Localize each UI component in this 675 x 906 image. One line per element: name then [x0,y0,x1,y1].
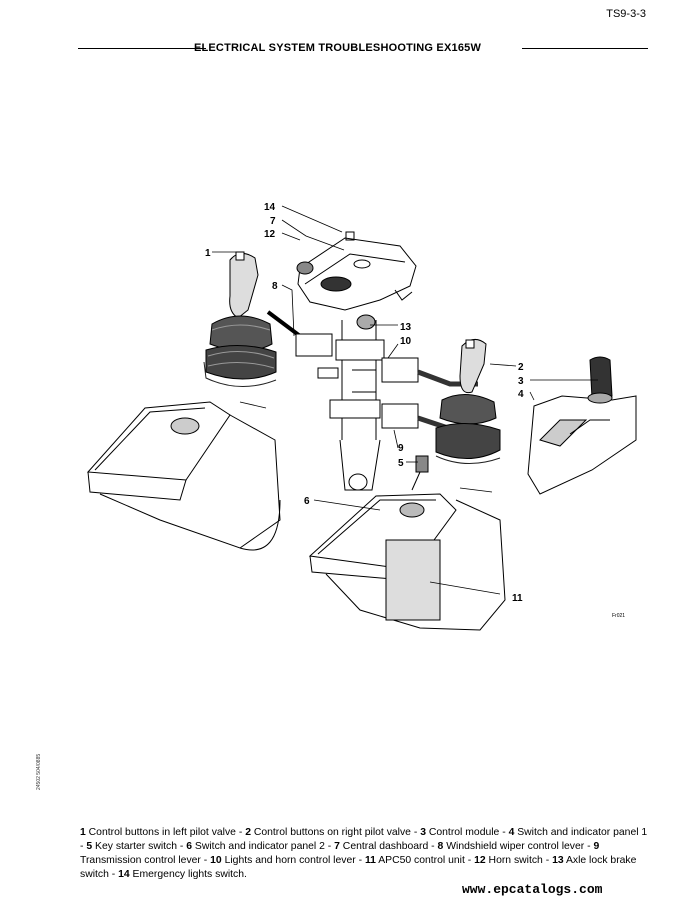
exploded-diagram: 1 2 3 4 5 6 7 8 9 10 11 12 13 14 Fr021 [86,202,637,631]
callout-10: 10 [400,336,412,347]
callout-8: 8 [272,281,278,292]
caption-num-8: 8 [437,841,444,852]
callout-2: 2 [518,362,524,373]
caption-text-2: Control buttons on right pilot valve - [250,827,421,838]
caption-num-13: 13 [552,855,564,866]
control-module [587,356,613,404]
callout-6: 6 [304,496,310,507]
left-console [86,401,281,551]
figure-code: Fr021 [612,613,625,619]
caption-num-9: 9 [593,841,600,852]
caption-text-4: Switch and indicator panel 1 - [80,827,648,852]
callout-14: 14 [264,202,276,213]
caption-num-14: 14 [118,869,130,880]
caption-num-1: 1 [80,827,86,838]
header-rule-left [78,48,206,49]
caption-text-9: Transmission control lever - [80,855,211,866]
caption-num-12: 12 [474,855,486,866]
caption-text-6: Switch and indicator panel 2 - [192,841,335,852]
caption-text-14: Emergency lights switch. [129,869,247,880]
left-joystick [203,251,277,388]
caption-text-1: Control buttons in left pilot valve - [85,827,246,838]
leader-lines [212,205,598,595]
switch-panel [527,395,637,495]
caption-num-5: 5 [86,841,93,852]
caption-num-11: 11 [364,855,376,866]
caption-num-2: 2 [245,827,251,838]
caption-text-11: APC50 control unit - [375,855,475,866]
caption-num-10: 10 [210,855,222,866]
footer-url[interactable]: www.epcatalogs.com [462,882,603,897]
header-rule-right [522,48,648,49]
right-console [308,493,506,631]
callout-3: 3 [518,376,524,387]
page-id: TS9-3-3 [606,8,646,20]
caption-text-13: Axle lock brake switch - [80,855,637,880]
callout-11: 11 [512,593,523,604]
caption-text-3: Control module - [425,827,509,838]
caption-num-7: 7 [334,841,340,852]
callout-1: 1 [205,248,211,259]
caption-text-10: Lights and horn control lever - [221,855,365,866]
callout-4: 4 [518,389,524,400]
callout-12: 12 [264,229,276,240]
header-title: ELECTRICAL SYSTEM TROUBLESHOOTING EX165W [193,42,482,54]
callout-13: 13 [400,322,412,333]
right-joystick [435,339,501,465]
side-code: 24502 504/0885 [36,753,42,790]
callout-7: 7 [270,216,276,227]
key-switch [411,455,429,491]
caption-text-8: Windshield wiper control lever - [443,841,594,852]
caption-text-7: Central dashboard - [339,841,438,852]
caption-text-12: Horn switch - [485,855,553,866]
wiper-lever [266,310,339,379]
steering-column [329,320,385,491]
callout-9: 9 [398,443,404,454]
caption-num-3: 3 [420,827,426,838]
figure-caption: 1 Control buttons in left pilot valve - … [80,826,650,882]
central-dashboard [296,231,417,330]
callout-5: 5 [398,458,404,469]
caption-num-4: 4 [508,827,515,838]
caption-text-5: Key starter switch - [92,841,187,852]
caption-num-6: 6 [186,841,193,852]
